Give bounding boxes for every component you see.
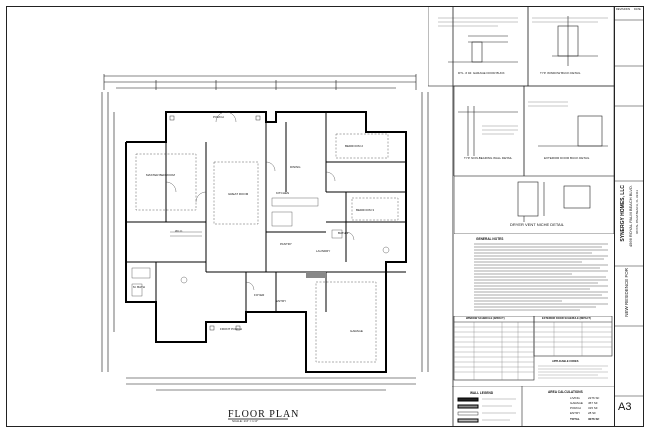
room-label-porch: PORCH [213,115,224,119]
detail-window-buck-label: TYP. WINDOW BUCK DETAIL [540,71,581,75]
area-label-total: TOTAL [570,417,580,421]
project-address: 4566 ROYAL PALM BEACH BLVD. [628,185,633,248]
room-label-entry: ENTRY [276,299,287,303]
area-value-entry: 28 SF [588,411,597,415]
room-label-bedroom-2: BEDROOM 2 [345,144,364,148]
area-value-total: 3076 SF [588,417,600,421]
drawing-sheet-border [6,6,644,427]
door-schedule-title: EXTERIOR DOOR SCHEDULE (IMPACT) [542,317,591,320]
detail-garage-door-buck-label: DTL. # 04: GARAGE DOOR BUCK [458,71,505,75]
dryer-vent-detail [454,176,614,234]
floor-plan-title: FLOOR PLAN [228,409,300,420]
applicable-codes-title: APPLICABLE CODES [552,360,579,363]
area-calculations-title: AREA CALCULATIONS [548,390,583,394]
sheet-number: A3 [618,401,632,413]
area-value-garage: 457 SF [588,401,598,405]
room-label-foyer: FOYER [254,293,265,297]
wall-legend-title: WALL LEGEND [470,391,494,395]
area-value-porch: 315 SF [588,406,598,410]
room-label-master-bath: M. BATH [133,285,145,289]
room-label-laundry: LAUNDRY [316,249,331,253]
area-value-living: 2276 SF [588,396,600,400]
room-label-pantry: PANTRY [280,242,292,246]
owner-label: NEW RESIDENCE FOR [624,268,629,317]
room-label-kitchen: KITCHEN [276,191,290,195]
floor-plan-drawing [101,74,429,391]
area-label-porch: PORCH [570,406,581,410]
date-header: DATE [634,8,641,11]
area-label-garage: GARAGE [570,401,583,405]
schedules-tables [453,316,613,381]
project-city: ROYAL PALM BEACH, FL 33411 [635,190,639,234]
title-block-lines [614,19,644,397]
general-notes-title: GENERAL NOTES [476,237,504,241]
room-label-great-room: GREAT ROOM [228,192,249,196]
room-label-garage: GARAGE [350,329,363,333]
room-label-master-bedroom: MASTER BEDROOM [146,173,175,177]
area-label-entry: ENTRY [570,411,581,415]
title-block [614,6,644,427]
room-label-walk-in-closet: W.I.C. [175,229,184,233]
floor-plan-scale: SCALE: 1/4" = 1'-0" [232,419,259,423]
detail-non-bearing-wall-label: TYP. NON-BEARING WALL DETAIL [464,156,513,160]
room-label-bedroom-3: BEDROOM 3 [356,208,375,212]
project-name: SYNERGY HOMES, LLC [620,185,626,242]
room-label-dining: DINING [290,165,301,169]
area-label-living: LIVING [570,396,580,400]
room-label-front-porch: FRONT PORCH [220,327,242,331]
room-label-bath-2: BATH 2 [338,231,349,235]
detail-dryer-vent-label: DRYER VENT NICHE DETAIL [510,222,565,227]
general-notes-text [474,243,608,311]
bottom-legend-frame [452,386,614,426]
details-row-top [428,6,614,176]
detail-exterior-door-buck-label: EXTERIOR DOOR BUCK DETAIL [544,156,590,160]
revisions-header: REVISIONS [616,8,631,11]
window-schedule-title: WINDOW SCHEDULE (IMPACT) [466,317,505,320]
